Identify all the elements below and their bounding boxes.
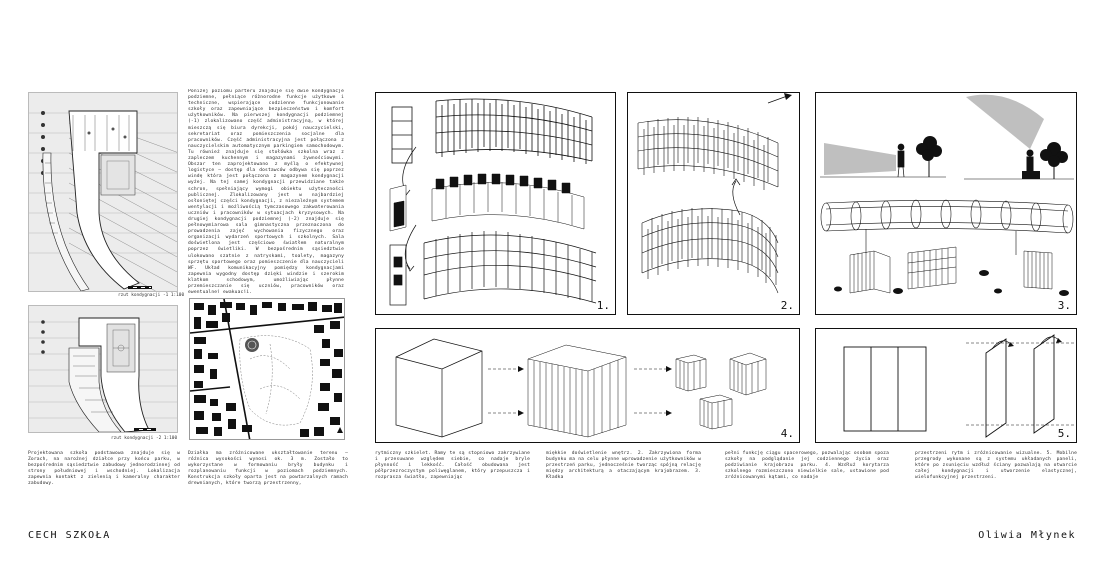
- diagram-panel-1-frames: 1.: [375, 92, 616, 315]
- panel-number: 3.: [1057, 299, 1071, 312]
- scale-bar: [128, 286, 152, 289]
- diagram-panel-4-classrooms: 4.: [375, 328, 800, 443]
- structure-description: rytmiczny szkielet. Ramy te są stopniowo…: [375, 451, 530, 481]
- diagram-panel-5-partitions: 5.: [815, 328, 1077, 443]
- site-map-drawing: [190, 299, 344, 439]
- classroom-modules-diagram: [395, 338, 767, 438]
- panel-number: 1.: [596, 299, 610, 312]
- scale-bar: [134, 428, 156, 431]
- mobile-partitions-diagram: [843, 334, 1074, 438]
- panel-number: 4.: [780, 427, 794, 440]
- frames-diagram: [389, 98, 597, 306]
- plan-1-caption: rzut kondygnacji -1 1:100: [118, 293, 185, 298]
- panel-number: 5.: [1057, 427, 1071, 440]
- floor-plan-level-minus-1: [28, 92, 178, 292]
- author-name: Oliwia Młynek: [978, 530, 1076, 541]
- diagram-panel-3-footbridge: 3.: [815, 92, 1077, 315]
- site-map: [189, 298, 345, 440]
- partitions-description: przestrzeni rytm i zróżnicowanie wizualn…: [915, 451, 1077, 481]
- floor-plan-level-minus-2: [28, 305, 178, 433]
- curved-form-diagram: [637, 93, 792, 294]
- terrain-description: Działka ma zróżnicowane ukształtowanie t…: [188, 451, 348, 487]
- curved-form-description: miękkie doświetlenie wnętrz. 2. Zakrzywi…: [546, 451, 701, 481]
- project-title: CECH SZKOŁA: [28, 530, 111, 541]
- plan-2-caption: rzut kondygnacji -2 1:100: [111, 436, 178, 441]
- diagram-panel-2-curved-form: 2.: [627, 92, 800, 315]
- panel-number: 2.: [780, 299, 794, 312]
- footbridge-diagram: [820, 94, 1074, 296]
- location-description: Projektowana szkoła podstawowa znajduje …: [28, 451, 180, 487]
- floor-plan-drawing: [29, 317, 177, 432]
- underground-levels-description: Poniżej poziomu parteru znajduje się dwi…: [188, 89, 344, 293]
- footbridge-description: pełni funkcję ciągu spacerowego, pozwala…: [725, 451, 889, 481]
- floor-plan-drawing: [29, 110, 177, 291]
